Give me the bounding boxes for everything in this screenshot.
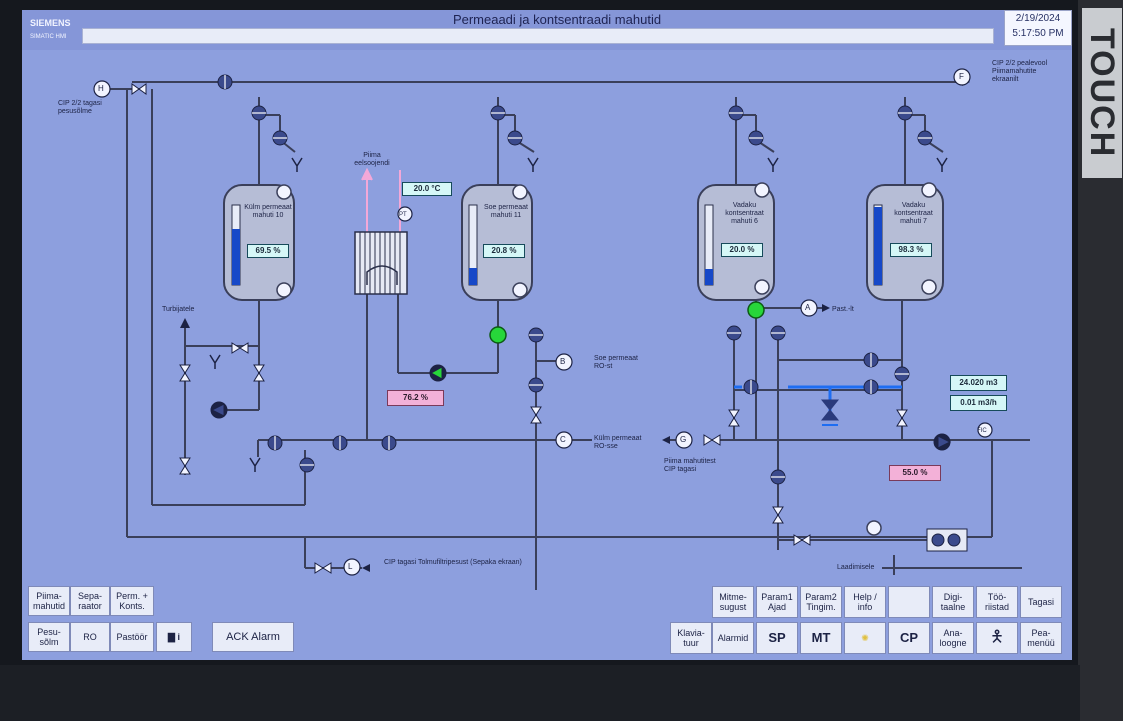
tank-status-dots	[276, 182, 937, 536]
pipework	[97, 81, 1030, 590]
alarm-message-bar[interactable]	[82, 28, 994, 44]
flow-total-value: 24.020 m3	[950, 375, 1007, 391]
tank-6-level-value: 20.0 %	[721, 243, 763, 257]
nav-piimamahutid-button[interactable]: Piima-mahutid	[28, 586, 70, 616]
flow-arrow	[362, 564, 370, 572]
connector-b-label: Soe permeaat RO-st	[594, 355, 638, 370]
connector-h[interactable]: H	[98, 84, 104, 93]
heat-exchanger	[354, 231, 408, 295]
butterfly-valves	[217, 74, 933, 485]
nav-perm-konts-button[interactable]: Perm. + Konts.	[110, 586, 154, 616]
analoogne-button[interactable]: Ana-loogne	[932, 622, 974, 654]
digitaalne-button[interactable]: Digi-taalne	[932, 586, 974, 618]
help-info-button[interactable]: Help / info	[844, 586, 886, 618]
tank-6-label: Vadaku kontsentraat mahuti 6	[725, 202, 764, 225]
blue-process-line	[734, 385, 902, 420]
date-text: 2/19/2024	[1015, 13, 1061, 24]
green-valves	[489, 301, 765, 344]
param2-button[interactable]: Param2 Tingim.	[800, 586, 842, 618]
klaviatuur-button[interactable]: Klavia-tuur	[670, 622, 712, 654]
alarmid-button[interactable]: Alarmid	[712, 622, 754, 654]
connector-a[interactable]: A	[805, 303, 811, 312]
tank-7-level-value: 98.3 %	[890, 243, 932, 257]
brand-logo: SIEMENS	[30, 18, 71, 28]
mitmesugust-button[interactable]: Mitme-sugust	[712, 586, 754, 618]
flow-arrow	[180, 318, 190, 328]
mt-button[interactable]: MT	[800, 622, 842, 654]
heater-temperature: 20.0 °C	[402, 182, 452, 196]
param1-button[interactable]: Param1 Ajad	[756, 586, 798, 618]
connector-f[interactable]: F	[959, 72, 964, 81]
time-text: 5:17:50 PM	[1012, 28, 1064, 39]
laadimisele-label: Laadimisele	[837, 564, 875, 571]
bezel-label: TOUCH	[1082, 8, 1122, 178]
header-bar: SIEMENS SIMATIC HMI Permeaadi ja kontsen…	[22, 10, 1072, 50]
connector-l-label: CIP tagasi Tolmufiltripesust (Sepaka ekr…	[384, 559, 522, 566]
connector-g[interactable]: G	[680, 435, 687, 444]
nav-ro-button[interactable]: RO	[70, 622, 110, 652]
device-bezel-bottom	[0, 665, 1080, 721]
connector-h-label: CIP 2/2 tagasi pesusõlme	[58, 100, 102, 115]
nav-separaator-button[interactable]: Sepa-raator	[70, 586, 110, 616]
date-time-display: 2/19/2024 5:17:50 PM	[1004, 10, 1072, 46]
flow-arrow	[822, 304, 830, 312]
sp-button[interactable]: SP	[756, 622, 798, 654]
peamenuu-button[interactable]: Pea-menüü	[1020, 622, 1062, 654]
nav-pastoor-button[interactable]: Pastöör	[110, 622, 154, 652]
blank-button[interactable]	[888, 586, 930, 618]
tank-10	[223, 184, 295, 301]
info-icon-button[interactable]: ▇ i	[156, 622, 192, 652]
process-diagram	[93, 68, 1030, 590]
nav-pesusolm-button[interactable]: Pesu-sõlm	[28, 622, 70, 652]
tank-10-label: Külm permeaat mahuti 10	[244, 204, 292, 219]
tank-11-level-value: 20.8 %	[483, 244, 525, 258]
connector-a-label: Past.-lt	[832, 306, 854, 313]
hmi-screen: SIEMENS SIMATIC HMI Permeaadi ja kontsen…	[22, 10, 1072, 660]
connector-circles	[93, 68, 993, 576]
info-icon: ▇ i	[168, 632, 180, 642]
connector-c-label: Külm permeaat RO-sse	[594, 435, 642, 450]
tank-10-level-value: 69.5 %	[247, 244, 289, 258]
page-title: Permeaadi ja kontsentraadi mahutid	[452, 12, 662, 27]
cp-button[interactable]: CP	[888, 622, 930, 654]
connector-g-label: Piima mahutitest CIP tagasi	[664, 458, 716, 473]
flow-arrow	[662, 436, 670, 444]
brand-subtitle: SIMATIC HMI	[30, 34, 67, 40]
tank-11	[461, 184, 533, 301]
pumps	[210, 364, 952, 451]
yellow-icon-button[interactable]: ✺	[844, 622, 886, 654]
connector-c[interactable]: C	[560, 435, 566, 444]
pressure-transmitter-tag: PT	[399, 212, 407, 218]
connector-b[interactable]: B	[560, 357, 566, 366]
heater-valve-output[interactable]: 76.2 %	[387, 390, 444, 406]
connector-l[interactable]: L	[348, 562, 353, 571]
heater-label: Piima eelsoojendi	[354, 152, 390, 167]
tank-11-label: Soe permeaat mahuti 11	[484, 204, 528, 219]
butterfly-valve-discs	[224, 75, 932, 478]
tagasi-button[interactable]: Tagasi	[1020, 586, 1062, 618]
seat-valves	[131, 83, 908, 574]
user-icon: 🯅	[989, 629, 1005, 646]
flow-rate-value: 0.01 m3/h	[950, 395, 1007, 411]
ack-alarm-button[interactable]: ACK Alarm	[212, 622, 294, 652]
flow-valve-output[interactable]: 55.0 %	[889, 465, 941, 481]
turbijatele-label: Turbijatele	[162, 306, 195, 313]
tank-7	[866, 184, 944, 301]
flow-controller-tag[interactable]: FIC	[977, 428, 987, 434]
connector-f-label: CIP 2/2 pealevool Piimamahutite ekraanil…	[992, 60, 1048, 83]
tank-7-label: Vadaku kontsentraat mahuti 7	[894, 202, 933, 225]
tooriistad-button[interactable]: Töö-riistad	[976, 586, 1018, 618]
blue-valve	[820, 399, 840, 426]
tank-6	[697, 184, 775, 301]
user-button[interactable]: 🯅	[976, 622, 1018, 654]
star-icon: ✺	[861, 633, 869, 643]
loading-connector	[926, 528, 968, 552]
drain-points	[209, 157, 948, 472]
